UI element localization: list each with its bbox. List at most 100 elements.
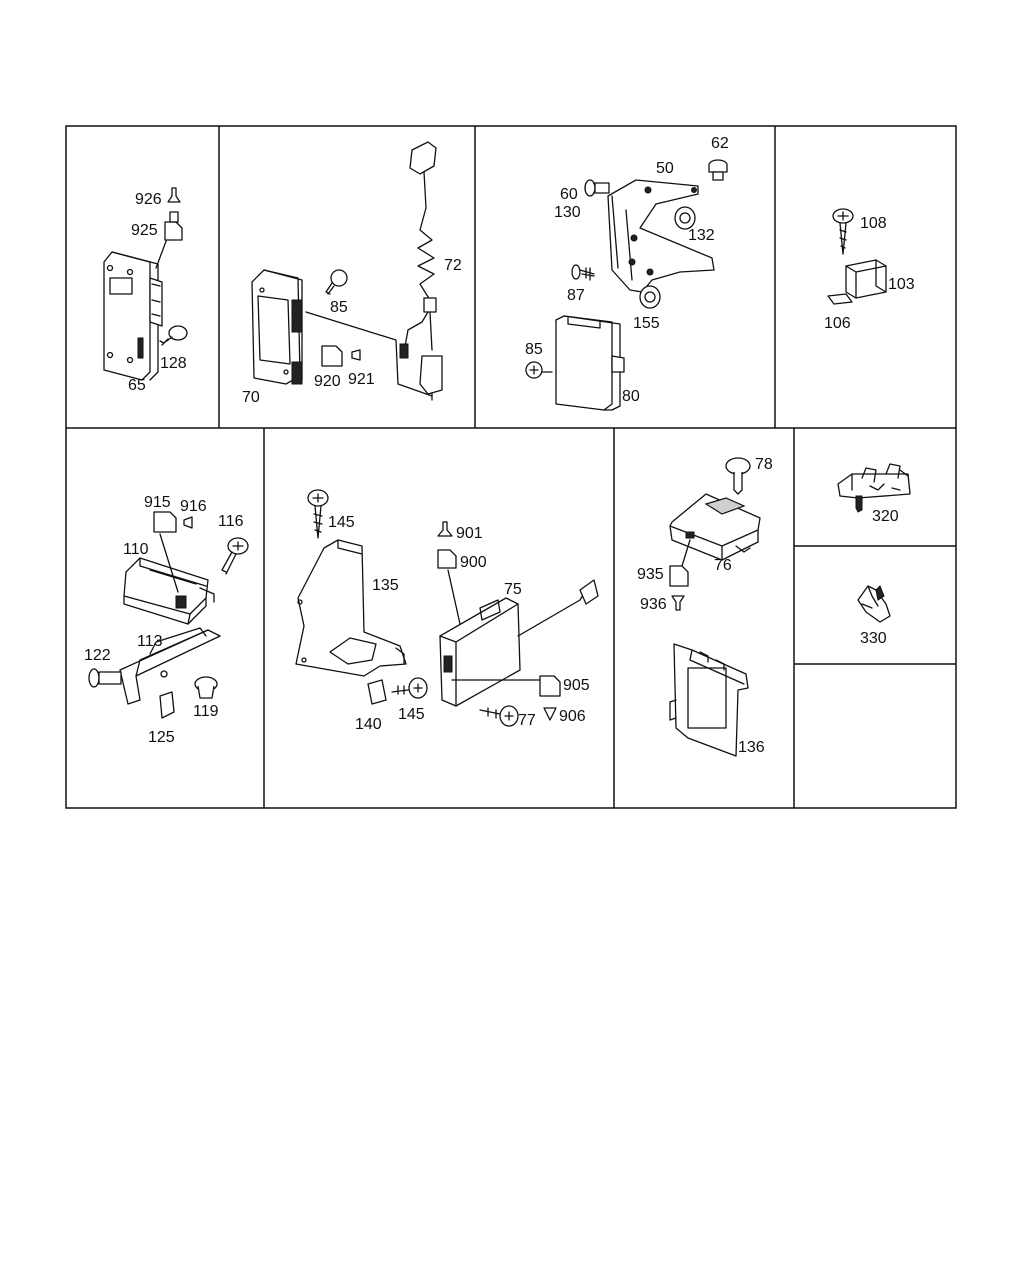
label-920: 920 [314,373,341,390]
label-125: 125 [148,729,175,746]
cell-330: 330 [857,585,891,647]
label-130: 130 [554,204,581,221]
cell-76: 78 76 935 936 136 [637,456,773,757]
label-72: 72 [444,257,462,274]
control-unit-80-drawing [555,315,625,411]
label-77: 77 [518,712,536,729]
control-unit-70-drawing [251,269,303,385]
label-70: 70 [242,389,260,406]
screw-116-icon [221,537,249,575]
label-135: 135 [372,577,399,594]
label-145b: 145 [398,706,425,723]
label-935: 935 [637,566,664,583]
cell-320: 320 [837,463,911,525]
label-122: 122 [84,647,111,664]
screw-85-icon [325,269,348,295]
label-116: 116 [218,513,244,530]
clip-330-drawing [857,585,891,623]
rivet-78-icon [725,457,751,495]
label-921: 921 [348,371,375,388]
control-unit-65-drawing [103,235,169,381]
nut-155-icon [639,285,661,309]
cell-75: 145 135 901 900 75 905 906 77 145 140 [295,489,599,733]
connector-935-icon [669,565,689,587]
terminal-916-icon [183,516,193,529]
grommet-119-icon [194,676,218,699]
control-unit-75-drawing [439,579,599,707]
clip-140-icon [367,679,387,705]
cell-110: 915 916 116 110 113 122 119 125 [84,494,249,746]
screw-145b-icon [391,677,428,699]
label-901: 901 [456,525,483,542]
screw-85b-icon [525,361,553,379]
terminal-901-icon [437,521,453,537]
connector-900-icon [437,549,461,625]
bracket-136-drawing [669,643,749,757]
bolt-122-icon [88,668,122,688]
label-155: 155 [633,315,660,332]
label-65: 65 [128,377,146,394]
terminal-921-icon [351,349,361,361]
label-108: 108 [860,215,887,232]
label-132: 132 [688,227,715,244]
clip-125-icon [159,691,175,719]
label-915: 915 [144,494,171,511]
label-75: 75 [504,581,522,598]
screw-108-icon [832,208,854,255]
label-103: 103 [888,276,915,293]
label-85b: 85 [525,341,543,358]
cable-holder-320-drawing [837,463,911,513]
terminal-926-icon [167,187,181,203]
screw-77-icon [479,705,519,727]
grid-frame [65,125,957,809]
label-106: 106 [824,315,851,332]
screw-128-icon [159,325,188,346]
label-87: 87 [567,287,585,304]
label-330: 330 [860,630,887,647]
cell-50-80: 62 50 60 130 132 87 155 85 80 [525,135,729,411]
label-76: 76 [714,557,732,574]
label-136: 136 [738,739,765,756]
module-110-drawing [123,533,215,625]
bolt-60-icon [584,179,610,197]
label-119: 119 [193,703,219,720]
label-145a: 145 [328,514,355,531]
connector-920-icon [321,345,343,367]
label-916: 916 [180,498,207,515]
cell-103: 108 103 106 [824,208,915,332]
control-unit-76-drawing [669,493,761,567]
label-906: 906 [559,708,586,725]
screw-87-icon [571,264,595,281]
label-926: 926 [135,191,162,208]
label-900: 900 [460,554,487,571]
cell-65: 926 925 128 65 [103,187,188,394]
label-925: 925 [131,222,158,239]
bracket-103-drawing [845,259,887,299]
bracket-50-drawing [607,179,715,293]
label-78: 78 [755,456,773,473]
label-110: 110 [123,541,149,558]
label-320: 320 [872,508,899,525]
label-80: 80 [622,388,640,405]
terminal-936-icon [671,595,685,611]
cell-70: 72 85 920 921 70 [242,141,462,406]
label-85: 85 [330,299,348,316]
label-936: 936 [640,596,667,613]
connector-925-icon [164,211,183,241]
bracket-135-drawing [295,539,407,677]
label-128: 128 [160,355,187,372]
connector-905-icon [539,675,561,697]
screw-145a-icon [307,489,329,539]
cable-72-drawing [305,141,443,401]
label-905: 905 [563,677,590,694]
clip-106-icon [827,293,853,305]
label-60: 60 [560,186,578,203]
label-50: 50 [656,160,674,177]
label-62: 62 [711,135,729,152]
terminal-906-icon [543,707,557,721]
bolt-62-icon [708,159,728,181]
label-140: 140 [355,716,382,733]
bracket-113-drawing [119,627,221,705]
label-113: 113 [137,633,163,650]
